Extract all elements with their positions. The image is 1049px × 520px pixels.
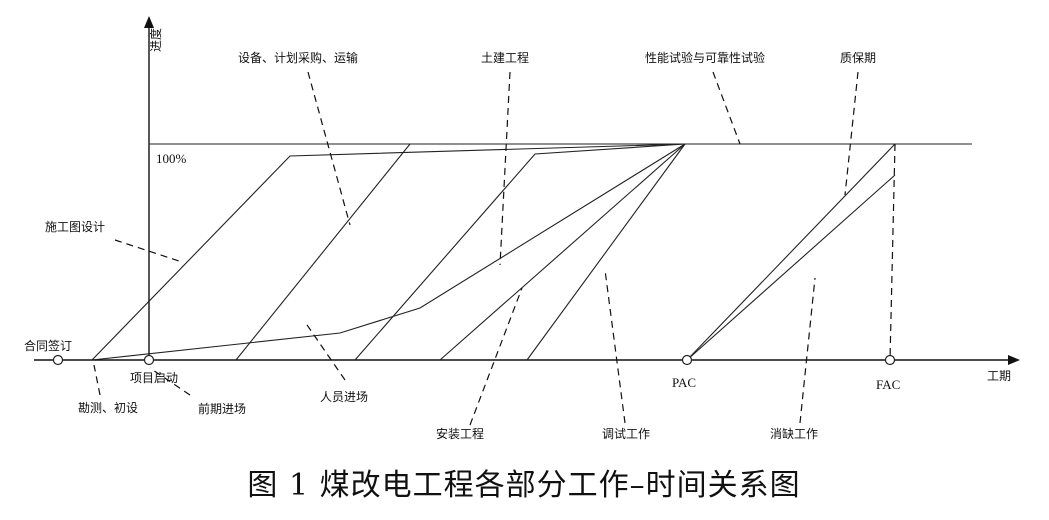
- defect-elimination-curve-lower: [686, 174, 896, 361]
- personnel-label: 人员进场: [320, 390, 368, 404]
- equipment-label: 设备、计划采购、运输: [238, 50, 358, 65]
- defect-elimination-leader: [799, 277, 816, 424]
- pac-marker: [681, 354, 693, 366]
- survey-leader: [93, 364, 101, 396]
- x-axis-label: 工期: [987, 369, 1011, 383]
- construction-drawing-curve: [91, 143, 686, 361]
- figure-caption: 图 1 煤改电工程各部分工作–时间关系图: [247, 468, 800, 503]
- construction-drawing-label: 施工图设计: [45, 220, 105, 234]
- defect-elimination-label: 消缺工作: [770, 426, 818, 441]
- x-axis-arrow: [1008, 355, 1020, 365]
- project-start-marker: [143, 354, 155, 366]
- installation-leader: [469, 287, 523, 426]
- full-level-label: 100%: [156, 151, 187, 166]
- pre-entry-curve: [91, 143, 686, 361]
- performance-leader: [712, 71, 741, 145]
- commissioning-label: 调试工作: [602, 426, 650, 441]
- civil-leader: [499, 71, 511, 266]
- warranty-leader: [844, 71, 859, 196]
- personnel-leader: [304, 321, 346, 381]
- installation-label: 安装工程: [436, 426, 484, 441]
- commissioning-leader: [604, 269, 626, 424]
- project-start-label: 项目启动: [130, 371, 178, 385]
- defect-elimination-curve-upper: [686, 143, 896, 361]
- y-axis-arrow: [144, 16, 154, 28]
- equipment-leader: [307, 71, 351, 226]
- installation-curve: [439, 143, 686, 361]
- survey-label: 勘测、初设: [78, 401, 138, 415]
- pre-entry-leader: [149, 367, 191, 396]
- progress-curves: [91, 143, 896, 361]
- y-axis-label: 进度: [148, 28, 163, 52]
- fac-drop-line: [889, 143, 896, 361]
- contract-marker: [52, 354, 64, 366]
- warranty-label: 质保期: [840, 51, 876, 65]
- civil-works-curve: [354, 143, 686, 361]
- performance-label: 性能试验与可靠性试验: [645, 50, 765, 65]
- milestone-markers: [52, 354, 896, 366]
- equipment-procurement-curve: [235, 143, 411, 361]
- fac-label: FAC: [876, 377, 900, 392]
- pre-entry-label: 前期进场: [198, 401, 246, 416]
- commissioning-curve: [526, 143, 686, 361]
- pac-label: PAC: [672, 375, 696, 390]
- axes: [34, 16, 1020, 365]
- civil-label: 土建工程: [481, 50, 529, 65]
- leader-lines: [93, 71, 859, 426]
- contract-label: 合同签订: [24, 338, 72, 353]
- fac-marker: [884, 354, 896, 366]
